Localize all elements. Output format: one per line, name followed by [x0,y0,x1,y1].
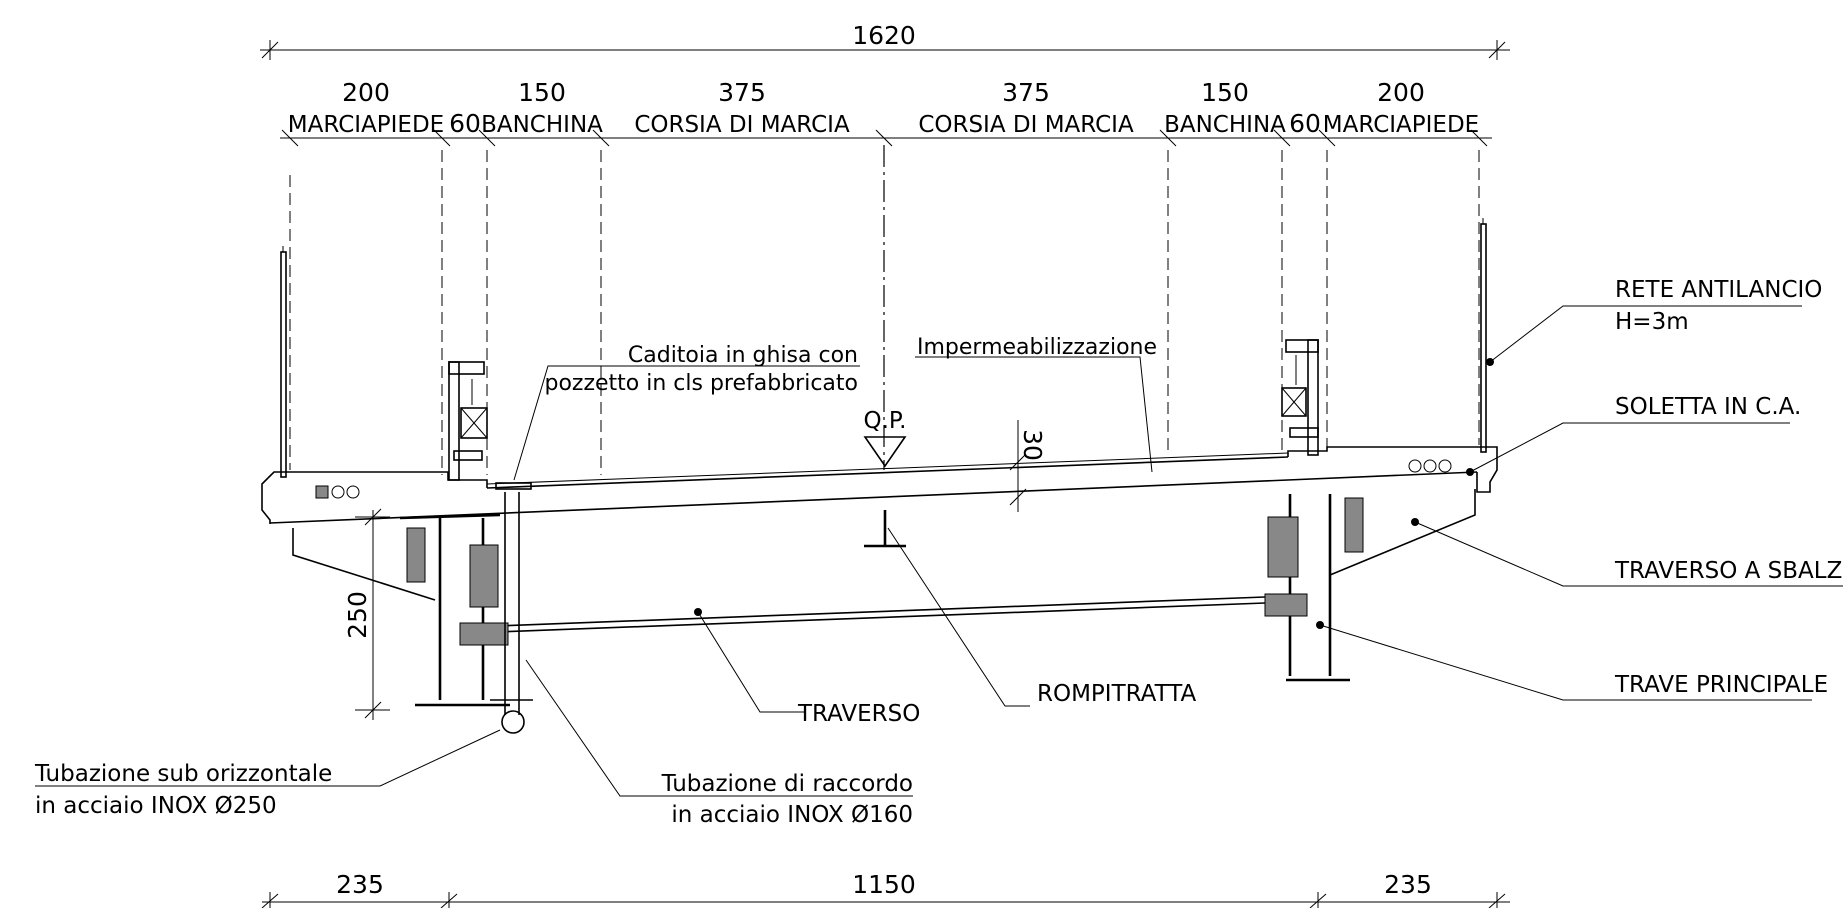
anti-throw-net-right [1480,218,1487,453]
dim-value-cordolo-left: 60 [449,109,481,138]
guardrail-left [448,361,488,481]
bottom-dimension-line [261,892,1510,908]
dim-label-marciapiede-left: MARCIAPIEDE [288,112,444,138]
dim-label-banchina-left: BANCHINA [481,112,603,138]
main-girder-right [1267,494,1364,682]
dim-value-marciapiede-right: 200 [1377,78,1425,107]
label-impermeabilizzazione: Impermeabilizzazione [917,335,1157,360]
beam-height-value: 250 [343,591,372,639]
dim-value-banchina-left: 150 [518,78,566,107]
dim-value-corsia-right: 375 [1002,78,1050,107]
label-tubazione-sub-line1: Tubazione sub orizzontale [34,761,332,787]
dim-value-corsia-left: 375 [718,78,766,107]
label-traverso: TRAVERSO [797,701,920,727]
label-soletta: SOLETTA IN C.A. [1615,394,1801,420]
axis-label: Q.P. [863,408,906,434]
label-trave-principale: TRAVE PRINCIPALE [1614,672,1828,698]
guardrail-right [1281,339,1319,456]
drain-pipe-vertical [504,492,520,715]
label-tubazione-sub-line2: in acciaio INOX Ø250 [35,793,277,819]
dim-value-banchina-right: 150 [1201,78,1249,107]
label-tubazione-raccordo-line2: in acciaio INOX Ø160 [671,802,913,828]
callout-leaders [35,305,1843,797]
dim-value-marciapiede-left: 200 [342,78,390,107]
dim-label-corsia-right: CORSIA DI MARCIA [918,112,1134,138]
dim-label-banchina-right: BANCHINA [1164,112,1286,138]
bottom-dim-right: 235 [1384,870,1432,899]
axis-triangle-marker [863,436,907,468]
label-tubazione-raccordo-line1: Tubazione di raccordo [661,771,913,797]
overall-dimension-value: 1620 [852,21,916,50]
beam-height-dimension [355,508,390,720]
cantilever-bracket-left [292,528,436,601]
label-caditoia-line1: Caditoia in ghisa con [628,343,858,368]
dim-label-corsia-left: CORSIA DI MARCIA [634,112,850,138]
pavement-thickness-value: 30 [1018,429,1047,461]
bottom-dim-left: 235 [336,870,384,899]
segment-dimension-line [280,129,1492,147]
label-traverso-a-sbalzo: TRAVERSO A SBALZO [1614,558,1843,584]
overall-dimension-line [260,40,1510,60]
anti-throw-net-left [280,246,287,478]
main-girder-left [399,513,510,707]
cross-beam [459,593,1308,646]
label-caditoia-line2: pozzetto in cls prefabbricato [544,371,858,396]
pavement-thickness-dimension [1009,420,1027,512]
deck-slab [261,446,1498,524]
intermediate-stiffener [864,510,906,548]
label-rete-height: H=3m [1615,309,1689,335]
label-rete-antilancio: RETE ANTILANCIO [1615,277,1822,303]
dim-label-marciapiede-right: MARCIAPIEDE [1323,112,1479,138]
cantilever-bracket-right [1329,489,1476,576]
label-rompitratta: ROMPITRATTA [1037,681,1197,707]
dim-value-cordolo-right: 60 [1289,109,1321,138]
bottom-dim-center: 1150 [852,870,916,899]
drain-pipe-horizontal [501,710,525,734]
